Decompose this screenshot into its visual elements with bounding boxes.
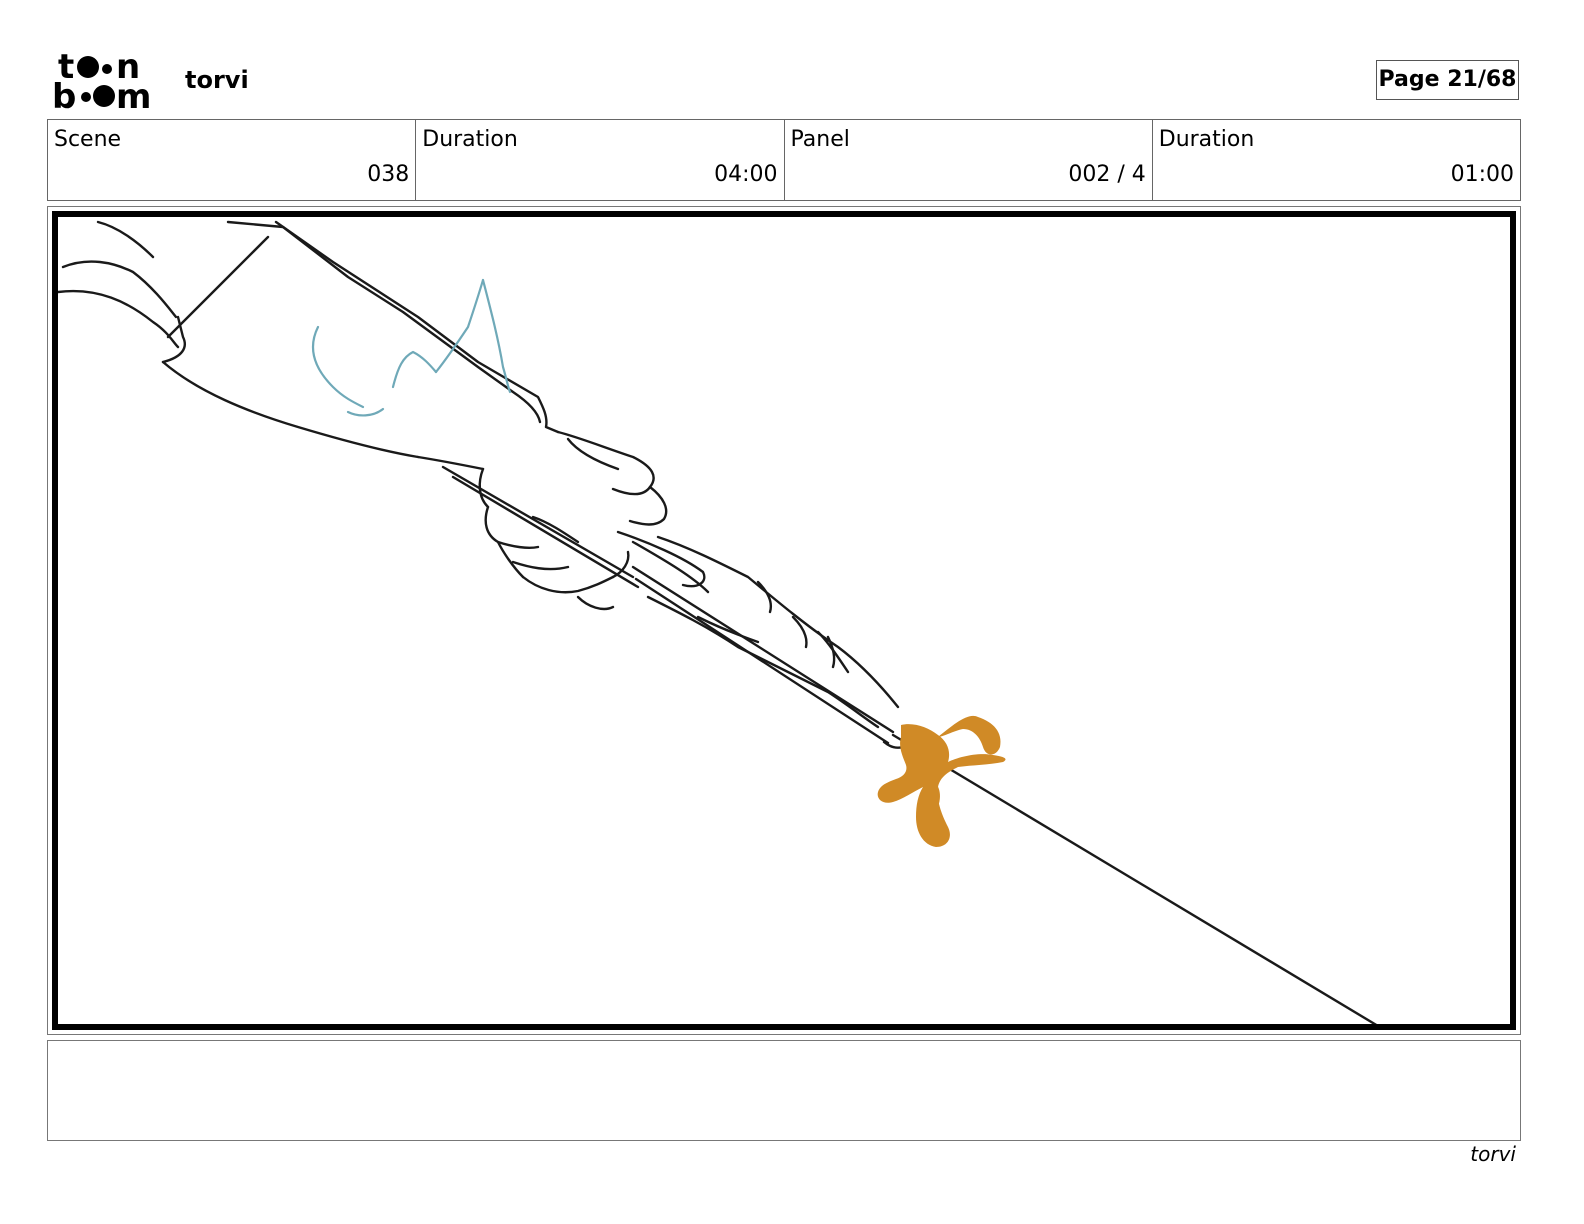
footer-project-name: torvi <box>1470 1142 1516 1166</box>
svg-text:n: n <box>116 50 140 87</box>
panel-drawing-frame <box>52 211 1516 1030</box>
page-number: Page 21/68 <box>1376 60 1519 100</box>
scene-duration-cell: Duration 04:00 <box>416 120 785 200</box>
svg-text:m: m <box>116 77 151 112</box>
toonboom-logo: t n b m <box>52 50 151 112</box>
svg-text:b: b <box>52 77 76 112</box>
panel-duration-value: 01:00 <box>1450 162 1514 187</box>
panel-label: Panel <box>790 127 850 152</box>
panel-duration-cell: Duration 01:00 <box>1153 120 1520 200</box>
blue-effect-lines <box>311 278 512 417</box>
sketch-lines <box>58 220 1377 1024</box>
scene-label: Scene <box>54 127 122 152</box>
scene-duration-value: 04:00 <box>714 162 778 187</box>
panel-duration-label: Duration <box>1158 127 1255 152</box>
scene-value: 038 <box>367 162 410 187</box>
panel-value: 002 / 4 <box>1068 162 1146 187</box>
svg-text:t: t <box>58 50 74 87</box>
project-title: torvi <box>185 66 249 94</box>
storyboard-panel <box>47 206 1521 1035</box>
scene-duration-label: Duration <box>422 127 518 152</box>
panel-cell: Panel 002 / 4 <box>785 120 1153 200</box>
panel-sketch <box>58 220 1377 1024</box>
scene-cell: Scene 038 <box>48 120 417 200</box>
golden-ornament <box>877 715 1006 847</box>
panel-notes-box <box>47 1040 1521 1141</box>
panel-info-table: Scene 038 Duration 04:00 Panel 002 / 4 D… <box>47 119 1521 201</box>
